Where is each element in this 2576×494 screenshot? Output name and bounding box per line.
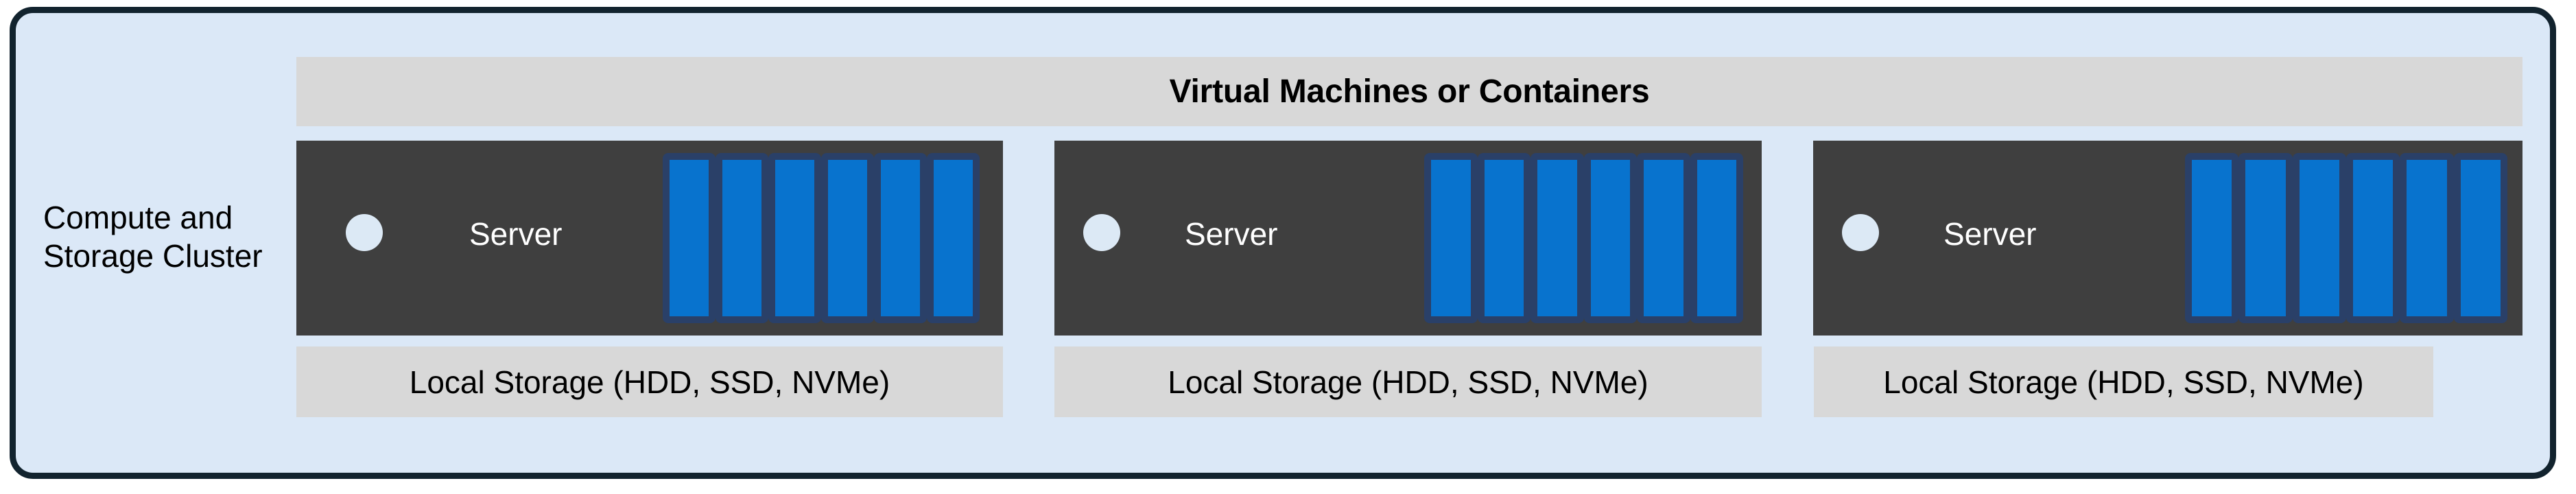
local-storage-band-3: Local Storage (HDD, SSD, NVMe) (1814, 346, 2433, 417)
local-storage-label-3: Local Storage (HDD, SSD, NVMe) (1883, 364, 2364, 400)
virtual-machines-banner-label: Virtual Machines or Containers (1169, 73, 1650, 110)
disk-pack-3 (2185, 153, 2507, 323)
disk-pack-1 (663, 153, 980, 323)
power-dot-icon (1842, 214, 1879, 251)
server-column-2: Server (1054, 141, 1762, 336)
disk-bar (2292, 153, 2346, 323)
server-label-3: Server (1943, 216, 2037, 252)
disk-bar (1583, 153, 1637, 323)
local-storage-label-2: Local Storage (HDD, SSD, NVMe) (1168, 364, 1649, 400)
server-label-2: Server (1185, 216, 1278, 252)
server-box-2[interactable]: Server (1054, 141, 1762, 336)
disk-bar (1690, 153, 1743, 323)
disk-bar (1637, 153, 1690, 323)
disk-bar (716, 153, 768, 323)
server-row: Server Server (296, 141, 2522, 336)
power-dot-icon (1083, 214, 1120, 251)
disk-bar (2238, 153, 2293, 323)
disk-bar (2453, 153, 2507, 323)
disk-bar (821, 153, 874, 323)
disk-bar (927, 153, 980, 323)
server-box-3[interactable]: Server (1813, 141, 2522, 336)
disk-bar (663, 153, 716, 323)
server-column-1: Server (296, 141, 1003, 336)
disk-bar (2400, 153, 2454, 323)
local-storage-band-1: Local Storage (HDD, SSD, NVMe) (296, 346, 1003, 417)
power-dot-icon (346, 214, 383, 251)
disk-bar (874, 153, 927, 323)
local-storage-label-1: Local Storage (HDD, SSD, NVMe) (409, 364, 890, 400)
disk-bar (1477, 153, 1531, 323)
compute-storage-cluster-frame: Compute and Storage Cluster Virtual Mach… (10, 7, 2556, 479)
virtual-machines-banner: Virtual Machines or Containers (296, 57, 2522, 126)
local-storage-band-2: Local Storage (HDD, SSD, NVMe) (1054, 346, 1762, 417)
disk-bar (768, 153, 821, 323)
server-column-3: Server (1813, 141, 2522, 336)
disk-bar (2185, 153, 2239, 323)
server-box-1[interactable]: Server (296, 141, 1003, 336)
disk-bar (2345, 153, 2400, 323)
server-label-1: Server (469, 216, 563, 252)
disk-pack-2 (1424, 153, 1743, 323)
disk-bar (1424, 153, 1478, 323)
cluster-label: Compute and Storage Cluster (43, 200, 263, 274)
disk-bar (1531, 153, 1584, 323)
